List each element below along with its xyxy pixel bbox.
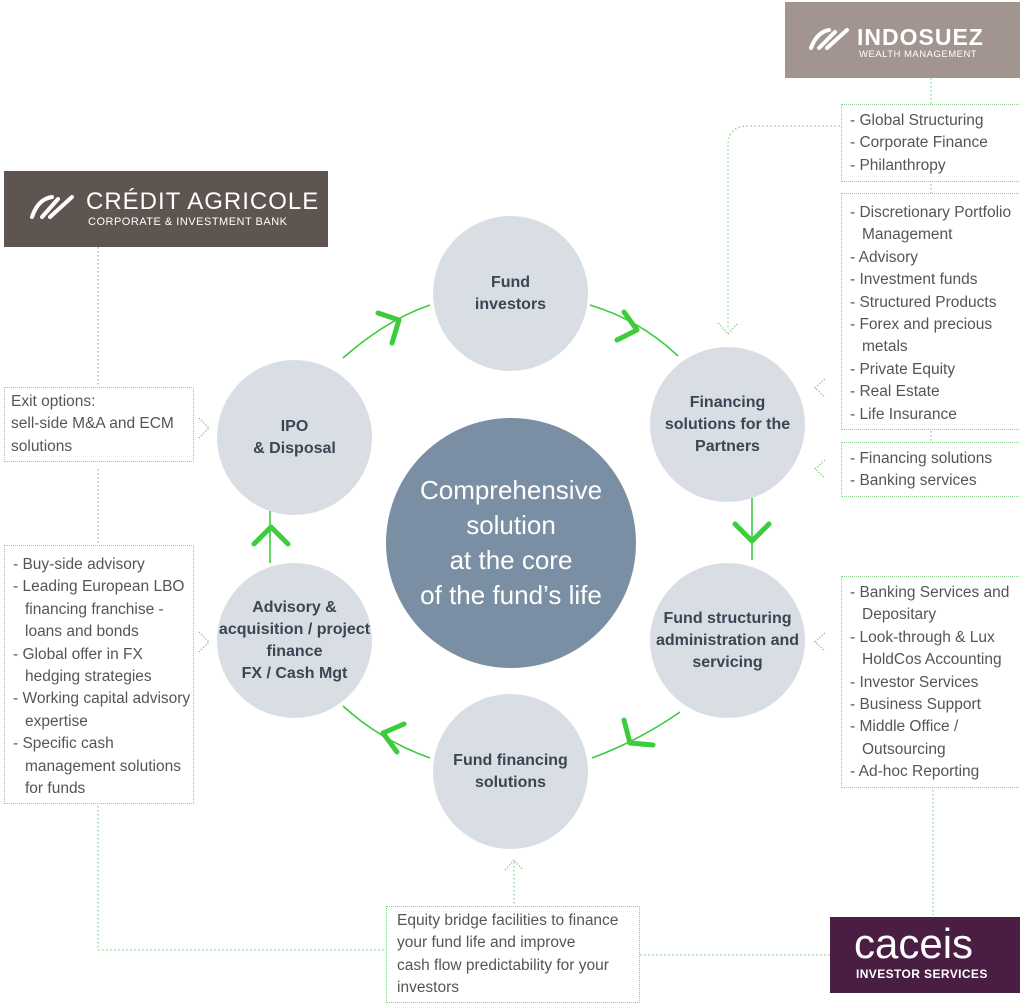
caceis-services-box: Banking Services and DepositaryLook-thro… [841, 576, 1020, 788]
caceis-name: caceis [854, 920, 974, 967]
service-item: Private Equity [850, 359, 1020, 381]
service-item: Financing solutions [850, 448, 1020, 470]
service-item: Banking services [850, 470, 1020, 492]
service-item: Discretionary Portfolio Management [850, 202, 1020, 247]
financing-services-box: Financing solutionsBanking services [841, 442, 1020, 497]
caceis-subtitle: INVESTOR SERVICES [856, 967, 988, 981]
service-item: Global offer in FX hedging strategies [13, 644, 193, 689]
service-item: Real Estate [850, 381, 1020, 403]
service-item: Philanthropy [850, 155, 1020, 177]
core-solution-circle: Comprehensive solution at the core of th… [386, 418, 636, 668]
service-item: Life Insurance [850, 404, 1020, 426]
service-item: Advisory [850, 247, 1020, 269]
node-ipo-disposal: IPO & Disposal [217, 360, 372, 515]
node-fund-structuring: Fund structuring administration and serv… [650, 563, 805, 718]
node-fund-financing: Fund financing solutions [433, 694, 588, 849]
service-item: Middle Office / Outsourcing [850, 716, 1020, 761]
service-item: Forex and precious metals [850, 314, 1020, 359]
service-item: Global Structuring [850, 110, 1020, 132]
node-financing-solutions: Financing solutions for the Partners [650, 347, 805, 502]
indosuez-name: INDOSUEZ [857, 24, 984, 50]
service-item: Investor Services [850, 672, 1020, 694]
equity-bridge-box: Equity bridge facilities to finance your… [386, 906, 640, 1003]
advisory-services-box: Buy-side advisoryLeading European LBO fi… [4, 545, 194, 805]
service-item: Buy-side advisory [13, 554, 193, 576]
service-item: Banking Services and Depositary [850, 582, 1020, 627]
indosuez-logo: INDOSUEZ WEALTH MANAGEMENT [785, 2, 1020, 78]
service-item: Leading European LBO financing franchise… [13, 576, 193, 643]
indosuez-services-box: Discretionary Portfolio ManagementAdviso… [841, 193, 1020, 431]
service-item: Corporate Finance [850, 132, 1020, 154]
caceis-logo: caceis INVESTOR SERVICES [830, 917, 1020, 993]
indosuez-subtitle: WEALTH MANAGEMENT [859, 49, 978, 60]
ca-emblem-icon [30, 195, 74, 219]
node-advisory: Advisory & acquisition / project finance… [217, 563, 372, 718]
service-item: Business Support [850, 694, 1020, 716]
indosuez-structuring-box: Global StructuringCorporate FinancePhila… [841, 104, 1020, 183]
credit-agricole-logo: CRÉDIT AGRICOLE CORPORATE & INVESTMENT B… [4, 171, 328, 247]
credit-agricole-subtitle: CORPORATE & INVESTMENT BANK [88, 216, 288, 228]
service-item: Structured Products [850, 292, 1020, 314]
service-item: Working capital advisory expertise [13, 688, 193, 733]
exit-options-box: Exit options: sell-side M&A and ECM solu… [4, 387, 194, 463]
service-item: Specific cash management solutions for f… [13, 733, 193, 800]
credit-agricole-name: CRÉDIT AGRICOLE [86, 188, 320, 215]
node-fund-investors: Fund investors [433, 216, 588, 371]
service-item: Look-through & Lux HoldCos Accounting [850, 627, 1020, 672]
service-item: Ad-hoc Reporting [850, 761, 1020, 783]
indosuez-emblem-icon [809, 28, 849, 50]
service-item: Investment funds [850, 269, 1020, 291]
